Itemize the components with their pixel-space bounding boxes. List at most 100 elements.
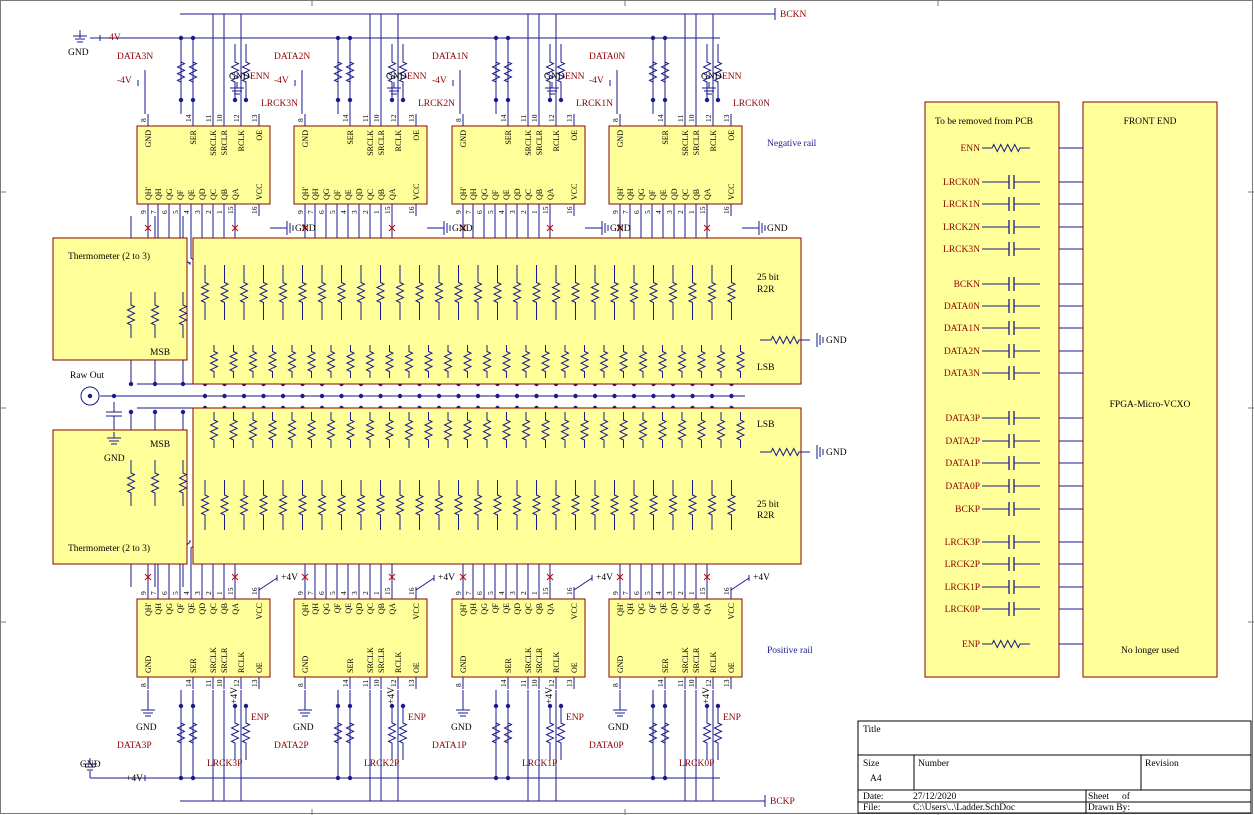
ladder-resistor-icon	[521, 412, 531, 448]
ic-pin-label: GND	[144, 130, 153, 148]
junction-dot	[729, 393, 734, 399]
junction-dot	[202, 393, 208, 399]
ic-pin-label: SRCLR	[220, 647, 229, 673]
junction-dot	[397, 393, 403, 399]
number-label: Number	[918, 759, 950, 769]
ladder-resistor-icon	[716, 412, 726, 448]
ic-pin-number: 1	[530, 210, 539, 214]
ic-pin-number: 2	[676, 210, 685, 214]
junction-dot	[152, 381, 158, 387]
ladder-resistor-icon	[443, 345, 453, 378]
ladder-resistor-icon	[482, 412, 492, 448]
ic-pin-label: QG	[165, 603, 174, 615]
ic-pin-label: QG	[480, 603, 489, 615]
ladder-resistor-icon	[258, 480, 269, 530]
no-connect-icon	[459, 224, 467, 232]
ic-pin-label: RCLK	[552, 130, 561, 152]
ic-pin-number: 1	[215, 591, 224, 595]
ic-pin-label: QE	[502, 603, 511, 614]
resistor-icon	[982, 639, 1030, 649]
pullup-resistor-icon	[545, 706, 555, 760]
ic-pin-number: 9	[296, 210, 305, 214]
ic-pin-label: QC	[209, 189, 218, 200]
ic-pin-number: 13	[407, 679, 416, 687]
ladder-resistor-icon	[258, 265, 269, 320]
ic-pin-number: 8	[139, 683, 148, 687]
ic-pin-label: QF	[491, 189, 500, 200]
ic-pin-number: 14	[499, 679, 508, 687]
ic-pin-label: QG	[322, 188, 331, 200]
data-net-label: DATA0P	[589, 741, 624, 751]
junction-dot	[662, 35, 668, 41]
ladder-resistor-icon	[629, 265, 639, 320]
ic-pin-label: SER	[189, 129, 198, 144]
pullup-resistor-icon	[345, 44, 355, 100]
ic-pin-label: OE	[255, 662, 264, 673]
no-connect-icon	[301, 573, 309, 581]
ic-pin-label: QH	[469, 188, 478, 200]
lrck-net-label: LRCK2P	[364, 759, 399, 769]
ic-pin-label: QH'	[301, 602, 310, 616]
pullup-resistor-icon	[230, 44, 240, 100]
ic-pin-label: QD	[670, 603, 679, 615]
pullup-resistor-icon	[188, 706, 198, 760]
ground-icon	[298, 704, 312, 717]
ground-icon	[73, 30, 87, 43]
ic-pin-label: VCC	[570, 603, 579, 619]
ic-pin-label: SRCLR	[535, 647, 544, 673]
ic-pin-number: 7	[149, 591, 158, 595]
ladder-resistor-icon	[453, 480, 464, 530]
junction-dot	[300, 393, 305, 399]
pcb-port-label: DATA2N	[944, 347, 980, 357]
ic-pin-number: 10	[687, 679, 696, 687]
ic-pin-number: 12	[547, 114, 556, 122]
ic-pin-label: QG	[322, 603, 331, 615]
pcb-port-label: DATA0N	[944, 302, 980, 312]
pcb-port-label: LRCK0N	[943, 178, 980, 188]
ic-pin-number: 16	[565, 587, 574, 595]
ic-pin-label: QH'	[144, 186, 153, 200]
gnd-label: GND	[544, 72, 565, 82]
ic-pin-number: 3	[350, 591, 359, 595]
size-value: A4	[870, 774, 882, 784]
thermo-resistor-icon	[178, 460, 188, 506]
no-connect-icon	[616, 224, 624, 232]
ic-pin-label: VCC	[727, 184, 736, 200]
junction-dot	[335, 35, 341, 41]
lrck-net-label: LRCK2N	[418, 99, 455, 109]
data-net-label: DATA3N	[117, 52, 153, 62]
ic-pin-number: 6	[632, 591, 641, 595]
ic-pin-label: QB	[377, 189, 386, 200]
capacitor-icon	[982, 299, 1040, 313]
pullup-resistor-icon	[188, 44, 198, 100]
wire	[415, 577, 435, 591]
ic-pin-label: QC	[366, 603, 375, 614]
shift-register-positive-2	[451, 598, 586, 678]
junction-dot	[495, 393, 500, 399]
ground-icon	[443, 221, 451, 235]
ground-icon	[601, 221, 609, 235]
ladder-resistor-icon	[570, 265, 581, 320]
ic-pin-label: QC	[524, 603, 533, 614]
ladder-resistor-icon	[501, 412, 512, 448]
pullup-resistor-icon	[556, 44, 566, 100]
r2r-bottom-label-2: R2R	[757, 511, 775, 521]
ic-pin-number: 10	[372, 114, 381, 122]
ic-pin-label: QB	[692, 189, 701, 200]
ladder-resistor-icon	[278, 480, 288, 530]
junction-dot	[190, 35, 196, 41]
ic-pin-number: 10	[530, 114, 539, 122]
ic-pin-label: QD	[513, 188, 522, 200]
pullup-resistor-icon	[230, 706, 240, 760]
ic-pin-number: 1	[372, 210, 381, 214]
ground-icon	[141, 704, 155, 717]
junction-dot	[475, 393, 481, 399]
junction-dot	[493, 35, 499, 41]
ic-pin-number: 7	[306, 210, 315, 214]
ladder-resistor-icon	[618, 412, 629, 448]
junction-dot	[436, 393, 442, 399]
ic-pin-label: VCC	[570, 184, 579, 200]
junction-dot	[128, 381, 134, 387]
no-connect-icon	[388, 573, 396, 581]
ic-pin-label: SER	[346, 129, 355, 144]
